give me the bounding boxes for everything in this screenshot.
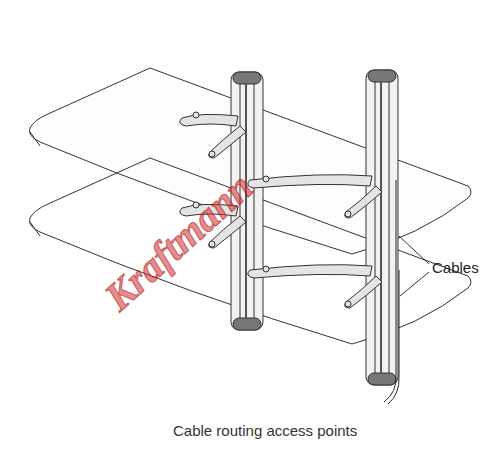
caption: Cable routing access points	[173, 422, 357, 439]
cables-label: Cables	[432, 259, 479, 276]
